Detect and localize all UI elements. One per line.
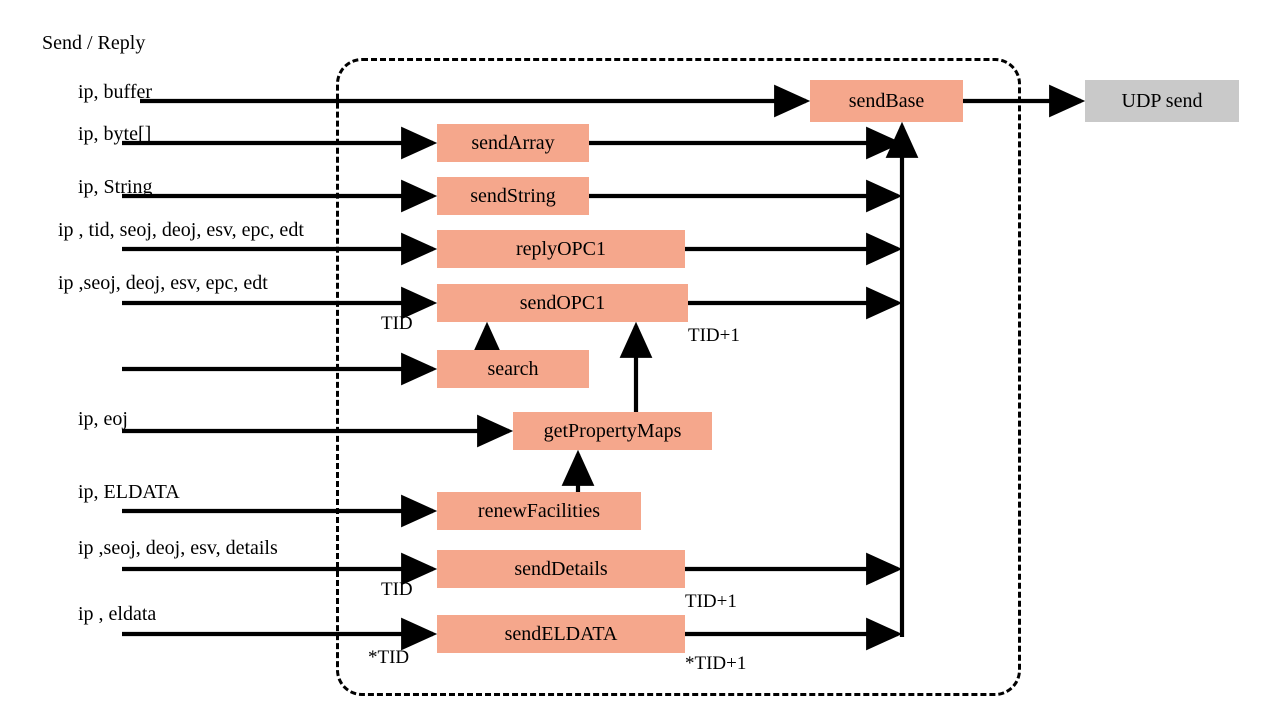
edge-label-tid-senddetails: TID	[381, 579, 413, 600]
input-label-ip-seoj-args: ip ,seoj, deoj, esv, epc, edt	[58, 272, 268, 294]
input-label-ip-tid-args: ip , tid, seoj, deoj, esv, epc, edt	[58, 219, 304, 241]
node-sendbase[interactable]: sendBase	[810, 80, 963, 122]
node-search[interactable]: search	[437, 350, 589, 388]
input-label-ip-eldata-lower: ip , eldata	[78, 603, 157, 625]
edge-label-startidplus1-sendeldata: *TID+1	[685, 653, 747, 674]
input-label-ip-buffer: ip, buffer	[78, 81, 153, 103]
node-senddetails[interactable]: sendDetails	[437, 550, 685, 588]
node-sendarray[interactable]: sendArray	[437, 124, 589, 162]
input-label-ip-details: ip ,seoj, deoj, esv, details	[78, 537, 278, 559]
node-sendopc1[interactable]: sendOPC1	[437, 284, 688, 322]
edge-label-tid-sendopc1: TID	[381, 313, 413, 334]
edge-label-tidplus1-senddetails: TID+1	[685, 591, 737, 612]
input-label-ip-eoj: ip, eoj	[78, 408, 128, 430]
node-sendstring[interactable]: sendString	[437, 177, 589, 215]
node-getpropertymaps[interactable]: getPropertyMaps	[513, 412, 712, 450]
page-title: Send / Reply	[42, 32, 146, 54]
edge-label-tidplus1-sendopc1: TID+1	[688, 325, 740, 346]
module-boundary-dashed-box	[336, 58, 1021, 696]
input-label-ip-bytearray: ip, byte[]	[78, 123, 152, 145]
node-renewfacilities[interactable]: renewFacilities	[437, 492, 641, 530]
edge-label-startid-sendeldata: *TID	[368, 647, 410, 668]
input-label-ip-string: ip, String	[78, 176, 153, 198]
input-label-ip-eldata-upper: ip, ELDATA	[78, 481, 180, 503]
node-replyopc1[interactable]: replyOPC1	[437, 230, 685, 268]
node-udp-send[interactable]: UDP send	[1085, 80, 1239, 122]
node-sendeldata[interactable]: sendELDATA	[437, 615, 685, 653]
